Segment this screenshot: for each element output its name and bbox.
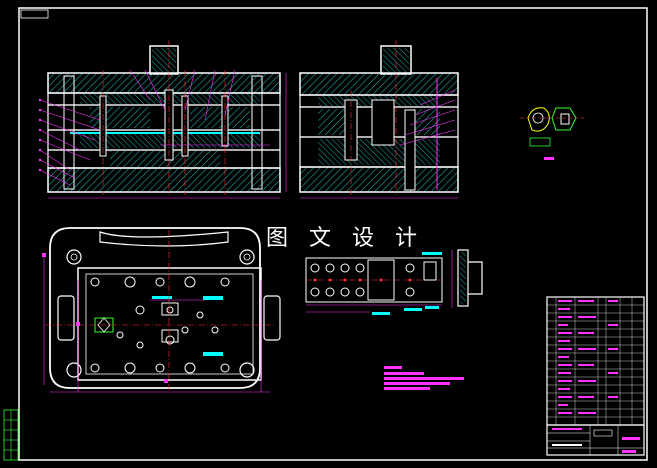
technical-notes [384,366,464,390]
strip-layout [305,249,483,315]
watermark-text: 图 文 设 计 [266,226,424,251]
plan-view-lower-die [42,227,281,393]
frame-corner-tag [20,9,49,19]
parts-list [546,296,645,426]
part-detail [520,107,585,160]
side-section-view [299,40,459,199]
front-section-view [38,40,287,199]
title-block [546,424,645,456]
drawing-frame [18,7,648,461]
binding-strip [3,409,19,461]
